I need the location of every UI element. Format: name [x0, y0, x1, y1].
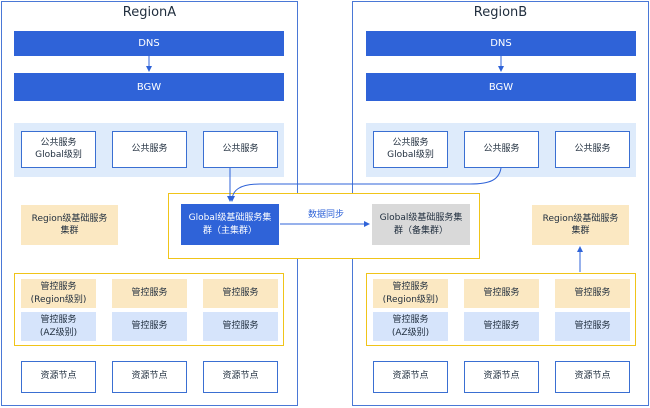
region-b-control-6: 管控服务 — [555, 312, 630, 341]
region-b-region-base-cluster: Region级基础服务集群 — [532, 205, 629, 245]
region-a-control-6: 管控服务 — [203, 312, 278, 341]
global-backup-cluster: Global级基础服务集群（备集群） — [372, 204, 470, 245]
region-a-region-base-cluster: Region级基础服务集群 — [21, 205, 118, 245]
region-a-bgw: BGW — [14, 73, 284, 101]
region-a-public-service-2: 公共服务 — [112, 131, 187, 168]
region-b-control-az-level: 管控服务(AZ级别) — [373, 312, 448, 341]
region-b-control-region-level: 管控服务(Region级别) — [373, 279, 448, 308]
region-a-title: RegionA — [122, 5, 177, 20]
region-a-resource-node-1: 资源节点 — [21, 361, 96, 393]
region-b-control-2: 管控服务 — [464, 279, 539, 308]
region-b-resource-node-1: 资源节点 — [373, 361, 448, 393]
region-a-public-service-3: 公共服务 — [203, 131, 278, 168]
region-b-control-3: 管控服务 — [555, 279, 630, 308]
region-b-public-service-3: 公共服务 — [555, 131, 630, 168]
region-a-dns: DNS — [14, 31, 284, 56]
region-b-bgw: BGW — [366, 73, 636, 101]
region-b-title: RegionB — [473, 5, 528, 20]
data-sync-label: 数据同步 — [307, 210, 344, 220]
region-b-resource-node-2: 资源节点 — [464, 361, 539, 393]
region-a-control-3: 管控服务 — [203, 279, 278, 308]
arrow-b-public-to-global-main — [229, 167, 502, 202]
region-a-control-az-level: 管控服务(AZ级别) — [21, 312, 96, 341]
region-a-control-region-level: 管控服务(Region级别) — [21, 279, 96, 308]
global-main-cluster: Global级基础服务集群（主集群） — [181, 204, 279, 245]
region-a-resource-node-2: 资源节点 — [112, 361, 187, 393]
region-b-resource-node-3: 资源节点 — [555, 361, 630, 393]
region-b-public-service-2: 公共服务 — [464, 131, 539, 168]
region-a-control-5: 管控服务 — [112, 312, 187, 341]
region-a-control-2: 管控服务 — [112, 279, 187, 308]
region-a-resource-node-3: 资源节点 — [203, 361, 278, 393]
region-b-dns: DNS — [366, 31, 636, 56]
region-b-control-5: 管控服务 — [464, 312, 539, 341]
